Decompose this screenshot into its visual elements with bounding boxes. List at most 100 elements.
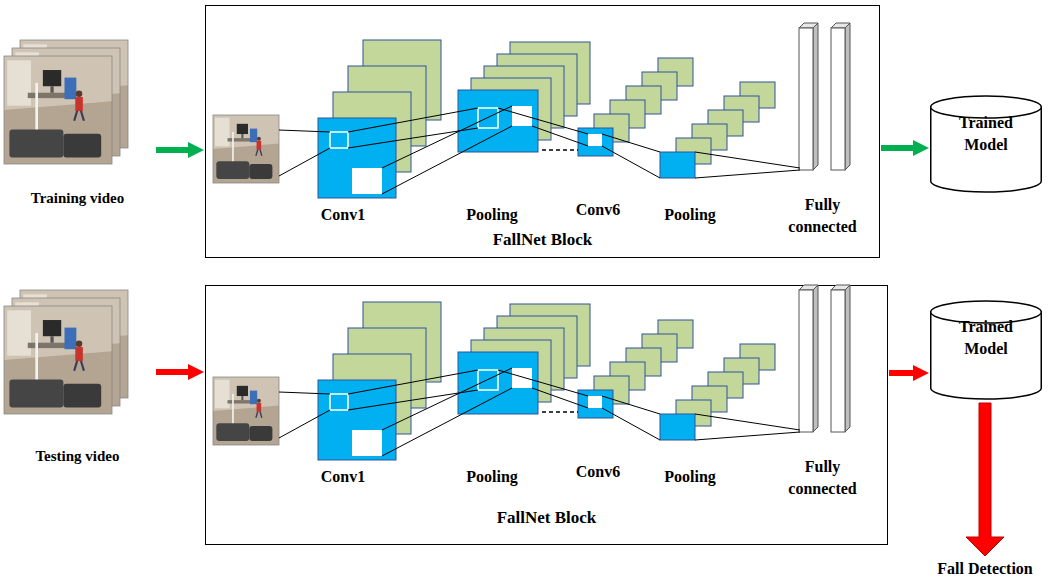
layer-stack: Conv1 — [283, 292, 403, 487]
kernel-window — [588, 134, 602, 146]
cylinder-body — [931, 312, 1042, 399]
fully-connected-layer: Fully connected — [774, 30, 872, 238]
node-label: Pooling — [466, 205, 518, 225]
layer-stack: Pooling — [645, 292, 735, 487]
skipped-layers-dash — [542, 411, 578, 413]
projection-line — [348, 108, 478, 132]
node-label: Testing video — [35, 447, 119, 465]
node-label: Training video — [31, 189, 125, 207]
projection-line — [532, 388, 588, 408]
layer-stack: Pooling — [442, 30, 542, 225]
layer-stack: Conv1 — [283, 30, 403, 225]
projection-line — [279, 130, 330, 132]
projection-line — [602, 134, 660, 152]
flow-arrow — [881, 145, 913, 151]
feature-map — [318, 118, 396, 198]
kernel-window — [352, 168, 382, 194]
kernel-window — [478, 108, 498, 128]
node-label: Conv1 — [321, 467, 365, 487]
dense-layer-top — [831, 285, 850, 290]
node-shape — [442, 30, 542, 225]
dense-layer — [831, 290, 845, 432]
node-label: Pooling — [664, 467, 716, 487]
projection-line — [602, 396, 660, 414]
skipped-layers-dash — [542, 149, 578, 151]
model-database: Trained Model — [930, 300, 1042, 400]
network-block: FallNet Block Conv1 Pooling Conv6 Pooling Ful… — [205, 5, 880, 258]
node-label: Conv1 — [321, 205, 365, 225]
node-label: FallNet Block — [493, 230, 593, 250]
projection-line — [348, 128, 478, 148]
video-frames: Training video — [0, 36, 155, 207]
node-shape — [645, 292, 735, 487]
node-shape — [283, 292, 403, 487]
layer-stack: Conv6 — [553, 292, 643, 482]
node-label: Trained Model — [951, 112, 1021, 156]
node-shape — [0, 284, 155, 465]
projection-line — [695, 414, 800, 430]
projection-line — [695, 432, 800, 440]
video-frame — [4, 306, 112, 414]
node-label: Trained Model — [951, 316, 1021, 360]
node-label: Fully connected — [778, 194, 868, 238]
kernel-window — [512, 106, 532, 126]
dense-layer-top — [831, 23, 850, 28]
projection-line — [695, 170, 800, 178]
node-label: Pooling — [664, 205, 716, 225]
dense-layer — [799, 28, 813, 170]
feature-map — [660, 414, 695, 440]
projection-line — [382, 368, 512, 430]
feature-map — [458, 352, 538, 414]
node-shape — [0, 36, 155, 207]
dense-layer-top — [799, 23, 818, 28]
label-holder: Fall Detection — [895, 558, 1049, 580]
projection-line — [602, 146, 660, 178]
projection-line — [498, 370, 588, 396]
projection-line — [532, 126, 588, 146]
node-label: Conv6 — [576, 200, 620, 220]
kernel-window — [588, 396, 602, 408]
node-shape — [645, 30, 735, 225]
output-arrow — [966, 403, 1004, 556]
node-shape — [442, 292, 542, 487]
kernel-window — [352, 430, 382, 456]
feature-map — [458, 90, 538, 152]
layer-stack: Conv6 — [553, 30, 643, 220]
video-frame — [213, 115, 279, 183]
kernel-window — [330, 394, 348, 410]
kernel-window — [512, 368, 532, 388]
node-label: FallNet Block — [497, 508, 597, 528]
flow-arrow — [156, 369, 188, 375]
fully-connected-layer: Fully connected — [774, 292, 872, 500]
projection-line — [382, 106, 512, 168]
dense-layer — [831, 28, 845, 170]
feature-map — [578, 390, 613, 418]
projection-line — [602, 408, 660, 440]
model-database: Trained Model — [930, 95, 1042, 193]
network-block: FallNet BlockConv1PoolingConv6PoolingFul… — [205, 285, 888, 545]
node-label: Conv6 — [576, 462, 620, 482]
projection-line — [279, 392, 330, 394]
dense-layer-side — [813, 285, 818, 432]
projection-line — [498, 108, 588, 134]
node-shape — [283, 30, 403, 225]
dense-layer — [799, 290, 813, 432]
feature-map — [318, 380, 396, 460]
dense-layer-top — [799, 285, 818, 290]
feature-map — [660, 152, 695, 178]
projection-line — [348, 370, 478, 394]
kernel-window — [478, 370, 498, 390]
layer-stack: Pooling — [442, 292, 542, 487]
dense-layer-side — [845, 23, 850, 170]
projection-line — [382, 388, 512, 456]
node-shape — [553, 292, 643, 482]
flow-arrow — [889, 370, 913, 376]
projection-line — [382, 126, 512, 194]
node-shape — [553, 30, 643, 220]
projection-line — [695, 152, 800, 168]
projection-line — [279, 410, 330, 438]
feature-map — [578, 128, 613, 156]
